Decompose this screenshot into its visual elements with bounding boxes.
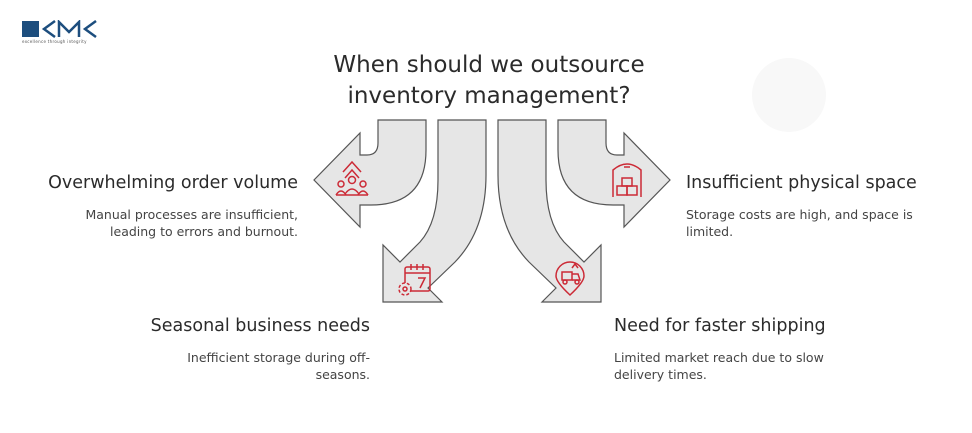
logo-mark xyxy=(22,18,97,39)
description-line: Storage costs are high, and space is xyxy=(686,207,913,222)
arrow-down-right xyxy=(497,119,602,303)
description-line: Limited market reach due to slow xyxy=(614,350,824,365)
item-heading-need-for-faster-shipping: Need for faster shipping xyxy=(614,316,826,336)
item-description-insufficient-physical-space: Storage costs are high, and space is lim… xyxy=(686,206,913,240)
item-description-seasonal-business-needs: Inefficient storage during off- seasons. xyxy=(187,349,370,383)
title-line-2: inventory management? xyxy=(347,83,631,109)
item-description-overwhelming-order-volume: Manual processes are insufficient, leadi… xyxy=(85,206,298,240)
item-heading-overwhelming-order-volume: Overwhelming order volume xyxy=(48,173,298,193)
logo-tagline: excellence through integrity xyxy=(22,39,87,44)
warehouse-boxes-icon xyxy=(612,163,642,197)
page-title: When should we outsource inventory manag… xyxy=(289,50,689,112)
calendar-gear-icon xyxy=(398,264,431,296)
kmk-logo xyxy=(22,18,102,42)
item-description-need-for-faster-shipping: Limited market reach due to slow deliver… xyxy=(614,349,824,383)
item-heading-seasonal-business-needs: Seasonal business needs xyxy=(150,316,370,336)
delivery-location-icon xyxy=(555,261,585,297)
description-line: Manual processes are insufficient, xyxy=(85,207,298,222)
description-line: seasons. xyxy=(315,367,370,382)
item-heading-insufficient-physical-space: Insufficient physical space xyxy=(686,173,917,193)
arrow-right xyxy=(557,119,671,229)
description-line: delivery times. xyxy=(614,367,707,382)
arrow-down-left xyxy=(382,119,487,303)
description-line: leading to errors and burnout. xyxy=(110,224,298,239)
arrow-left xyxy=(313,119,427,229)
decorative-circle xyxy=(752,58,826,132)
description-line: Inefficient storage during off- xyxy=(187,350,370,365)
description-line: limited. xyxy=(686,224,734,239)
title-line-1: When should we outsource xyxy=(333,52,645,78)
people-growth-icon xyxy=(335,160,369,196)
